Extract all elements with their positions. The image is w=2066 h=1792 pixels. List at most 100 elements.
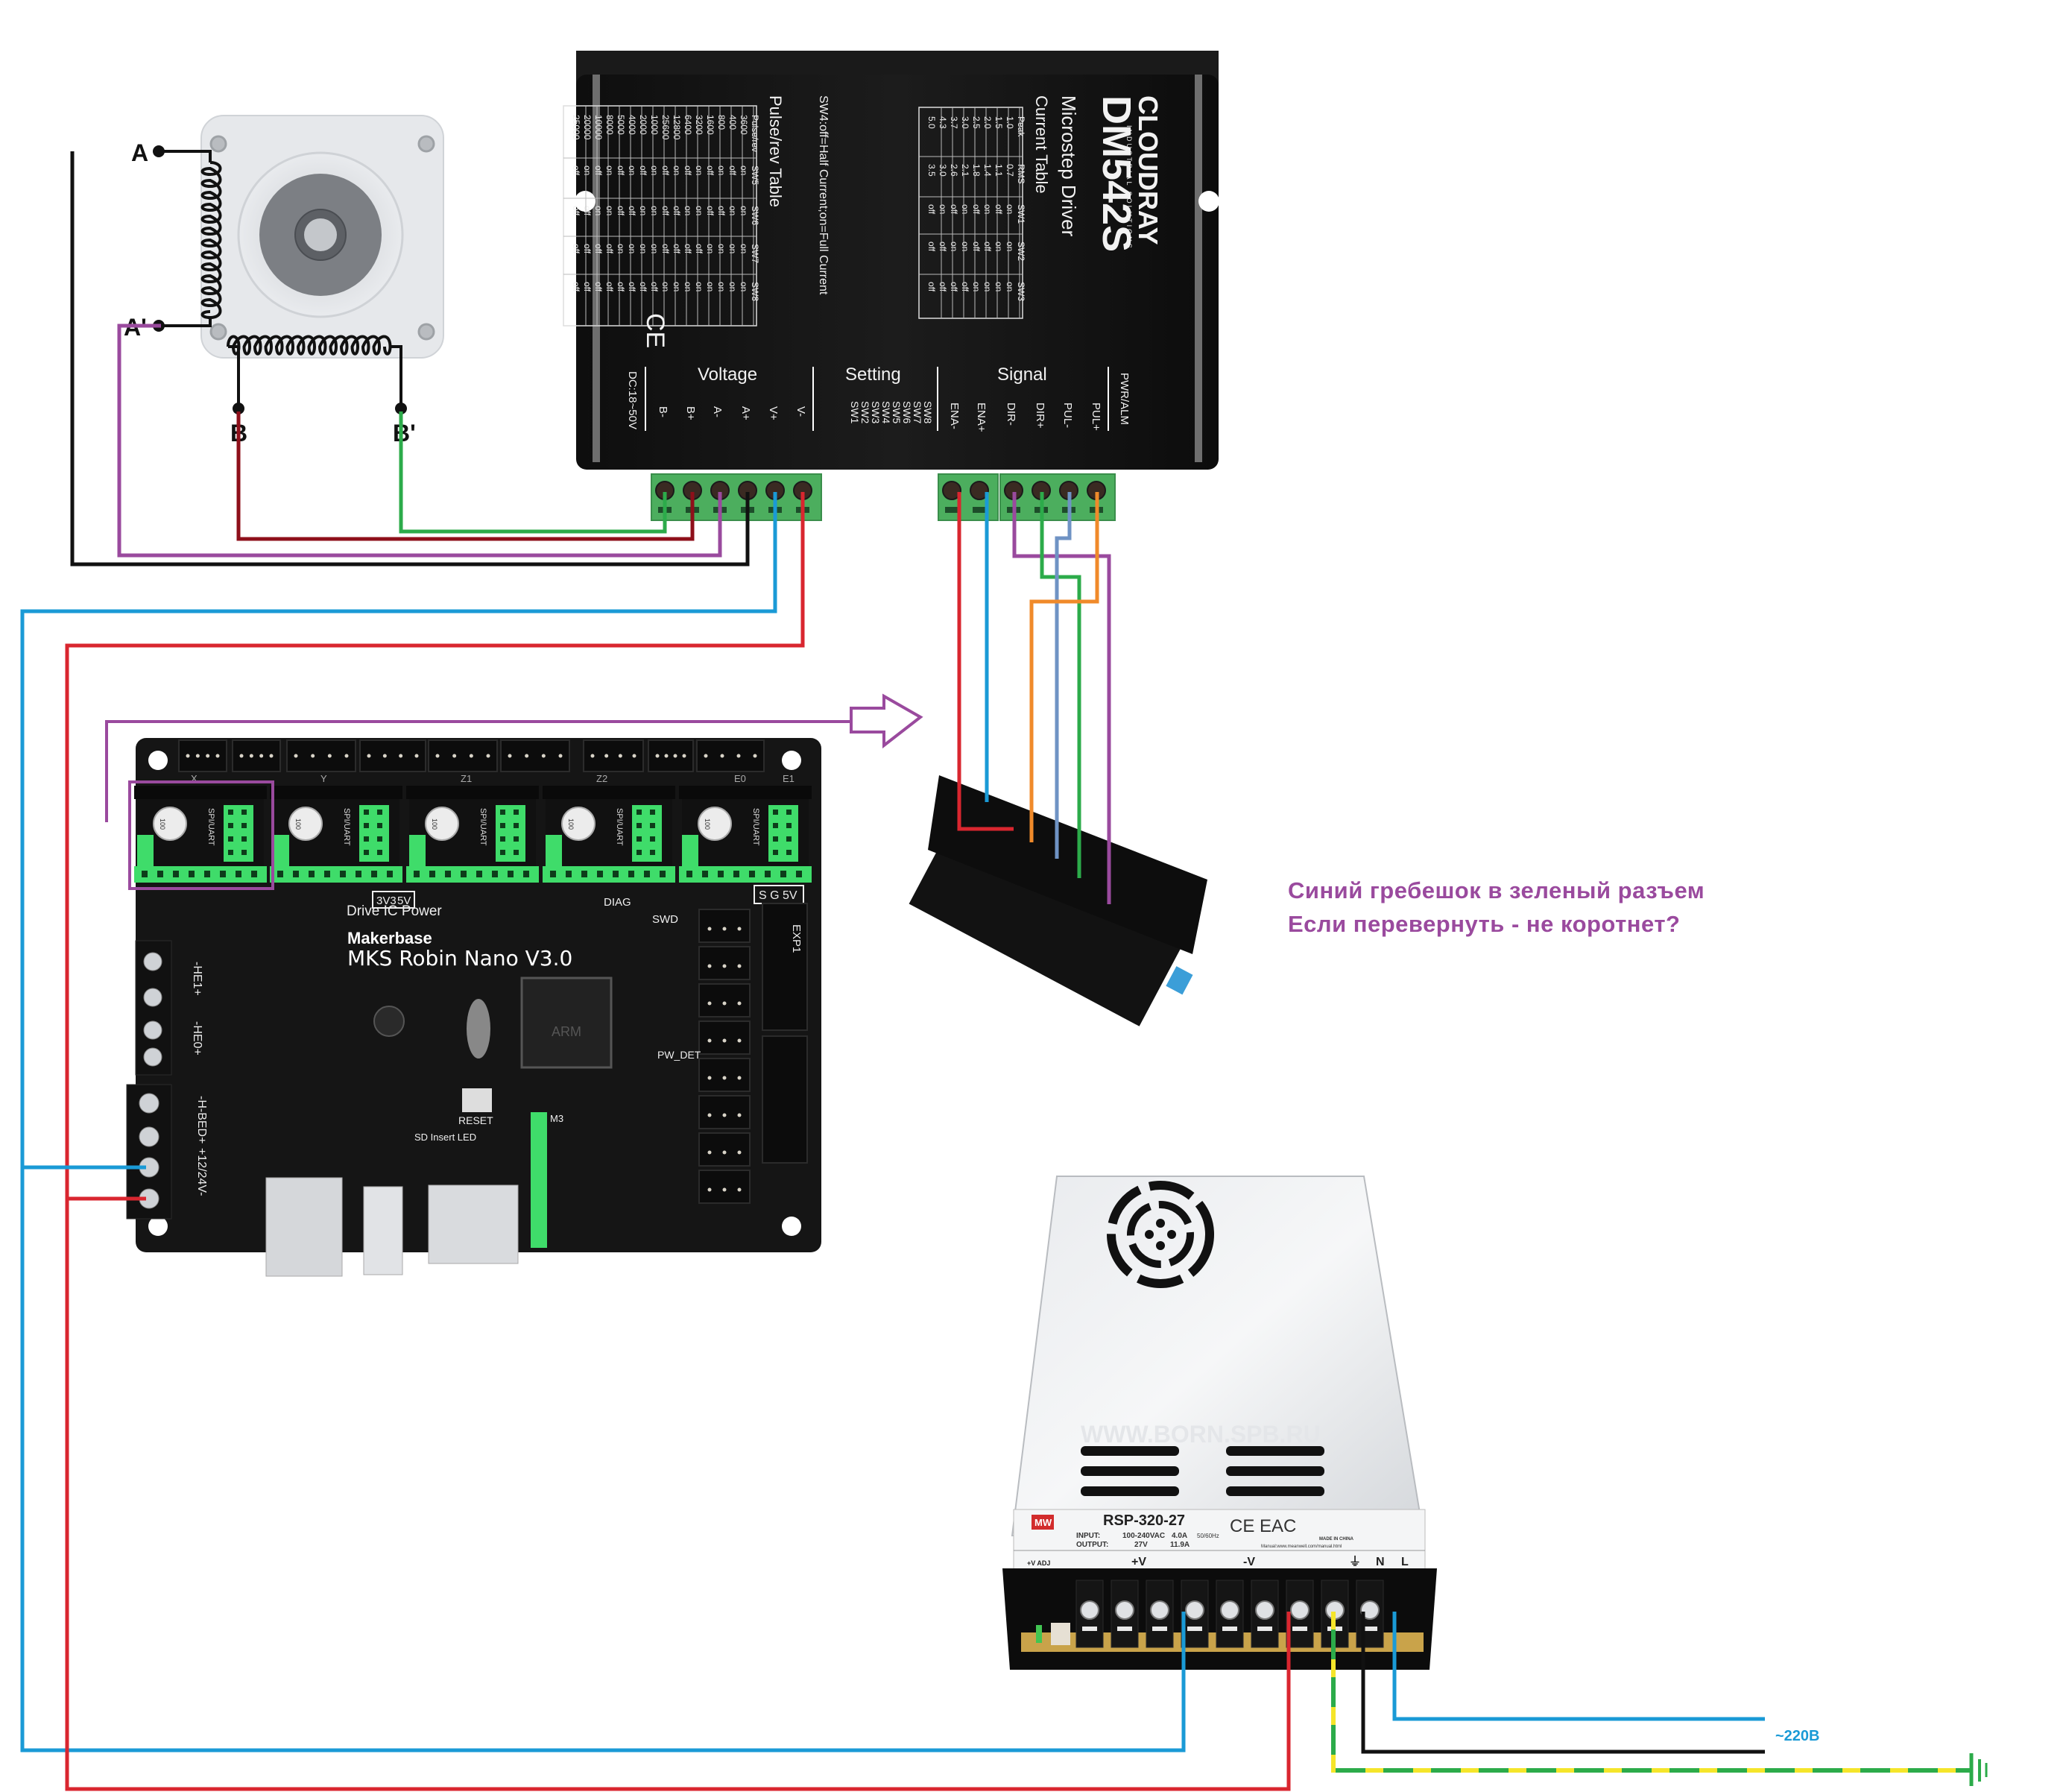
adapter-jumper [1166, 966, 1193, 995]
label-3v3: 3V3 [376, 895, 397, 907]
driver-socket-top [270, 786, 402, 799]
connector-pin [469, 754, 473, 758]
voltage-pin-label: B+ [684, 406, 697, 420]
socket-pin [445, 871, 451, 877]
jumper-pin [364, 850, 369, 855]
usb-a-port[interactable] [265, 1177, 343, 1277]
voltage-pin-labels: B-B+A-A+V+V- [657, 406, 807, 420]
table-cell: 3.0 [960, 116, 970, 129]
terminal-screw[interactable] [139, 1093, 159, 1114]
psu-terminal-screw[interactable] [1220, 1600, 1239, 1620]
connector-pin [720, 754, 724, 758]
table-cell: on [982, 204, 993, 214]
table-cell: off [672, 206, 682, 216]
sd-card-slot[interactable] [428, 1184, 519, 1264]
terminal-screw[interactable] [143, 1020, 162, 1040]
terminal-screw[interactable] [139, 1126, 159, 1147]
table-cell: 1.5 [993, 116, 1004, 129]
table-cell: on [739, 165, 749, 175]
table-cell: on [649, 244, 660, 253]
terminal-screw[interactable] [143, 952, 162, 971]
table-header: SW2 [1016, 242, 1026, 261]
jumper-pin [773, 823, 778, 828]
voltage-pin-label: V- [795, 406, 807, 417]
swd-label: SWD [652, 913, 678, 926]
label-b-prime: B' [393, 420, 416, 447]
terminal-screw[interactable] [970, 481, 989, 500]
terminal-screw[interactable] [143, 1047, 162, 1067]
table-cell: off [582, 282, 593, 292]
table-cell: off [593, 165, 604, 176]
connector-pin [294, 754, 298, 758]
connector-pin [722, 964, 727, 968]
table-cell: off [649, 282, 660, 292]
table-header: RMS [1016, 164, 1026, 184]
connector-pin [206, 754, 210, 758]
table-cell: on [938, 204, 948, 214]
socket-pin [550, 871, 556, 877]
terminal-dot-b-prime [395, 403, 407, 414]
connector-pin [558, 754, 563, 758]
table-cell: off [716, 206, 727, 216]
signal-pin-label: ENA+ [975, 403, 988, 432]
note-line-2: Если перевернуть - не коротнет? [1288, 911, 1681, 937]
socket-pin [293, 871, 299, 877]
table-cell: 20000 [582, 115, 593, 140]
terminal-screw[interactable] [942, 481, 961, 500]
driver-socket-bottom [679, 866, 812, 883]
connector-pin [737, 1113, 742, 1117]
table-cell: on [739, 282, 749, 291]
table-cell: off [938, 242, 948, 252]
connector-pin [737, 1001, 742, 1006]
table-cell: on [627, 244, 637, 253]
socket-pin [204, 871, 210, 877]
connector-pin [215, 754, 220, 758]
table-cell: off [571, 206, 581, 216]
spi-uart-label: SPI/UART [615, 808, 624, 846]
spi-uart-label: SPI/UART [342, 808, 351, 846]
table-cell: on [638, 244, 648, 253]
psu-terminal-screw[interactable] [1080, 1600, 1099, 1620]
usb-b-port[interactable] [363, 1186, 403, 1275]
inductor [373, 1006, 405, 1037]
connector-pin [541, 754, 546, 758]
table-cell: on [993, 282, 1004, 291]
table-cell: 3.7 [949, 116, 959, 129]
wire-b [236, 411, 695, 541]
connector-pin [722, 1150, 727, 1155]
psu-terminal-screw[interactable] [1150, 1600, 1169, 1620]
connector-pin [486, 754, 490, 758]
table-header: Peak [1016, 116, 1026, 137]
jumper-pin [364, 823, 369, 828]
socket-pin [566, 871, 572, 877]
reset-button[interactable] [462, 1088, 492, 1112]
psu-terminal-screw[interactable] [1255, 1600, 1274, 1620]
table-cell: on [716, 282, 727, 291]
terminal-screw[interactable] [143, 988, 162, 1007]
socket-pin [387, 871, 393, 877]
table-cell: 1.0 [1005, 116, 1015, 129]
psu-terminal-screw[interactable] [1115, 1600, 1134, 1620]
label-a: A [131, 139, 148, 166]
connector-pin [707, 964, 712, 968]
connector-pin [664, 754, 669, 758]
wire-mains-n [1361, 1612, 1765, 1754]
socket-pin [718, 871, 724, 877]
exp1-connector [762, 903, 808, 1031]
table-cell: on [716, 165, 727, 175]
table-cell: off [926, 204, 937, 215]
socket-pin [277, 871, 283, 877]
voltage-adj-pot[interactable] [1051, 1623, 1070, 1645]
endstop-connector [698, 1170, 751, 1204]
setting-pin-label: SW3 [870, 401, 882, 424]
jumper-pin [650, 823, 655, 828]
psu-terminal-screw[interactable] [1290, 1600, 1310, 1620]
signal-pin-label: DIR- [1005, 403, 1017, 426]
psu-terminal-screw[interactable] [1185, 1600, 1204, 1620]
motor-hole [209, 323, 227, 341]
psu-terminal-screw[interactable] [1360, 1600, 1380, 1620]
connector-pin [722, 1113, 727, 1117]
signal-pin-label: PUL- [1061, 403, 1074, 428]
capacitor [425, 807, 459, 841]
table-cell: 800 [716, 115, 727, 130]
